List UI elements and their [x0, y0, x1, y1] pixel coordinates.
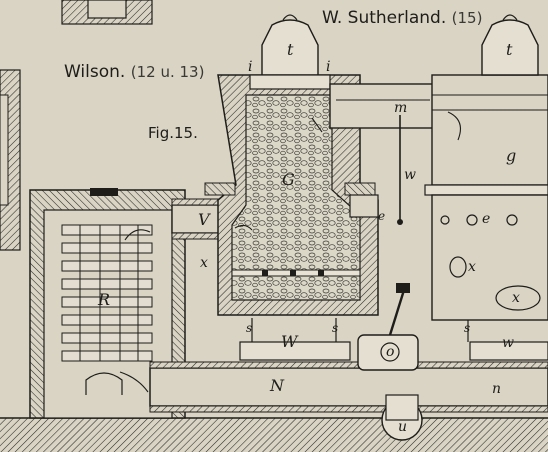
label-s1: s: [246, 321, 253, 335]
top-structure-fragment: [61, 0, 153, 25]
right-column: [424, 14, 548, 321]
caption-sutherland: W. Sutherland. (15): [322, 10, 482, 27]
gas-producer: [204, 74, 379, 316]
label-i-right: i: [326, 59, 331, 75]
label-x-right: x: [512, 290, 520, 306]
label-u: u: [398, 419, 408, 435]
flow-arrows: [119, 111, 461, 393]
label-x-left: x: [200, 255, 208, 271]
label-x-mid: x: [468, 259, 476, 275]
reversing-valve: [357, 283, 423, 441]
caption-wilson-ref: (12 u. 13): [130, 63, 205, 81]
charging-hopper-left: [249, 14, 331, 90]
left-edge-furnace-fragment: [0, 69, 21, 251]
label-s3: s: [464, 321, 471, 335]
caption-wilson-name: Wilson.: [64, 62, 126, 82]
ash-trays: [239, 318, 548, 361]
figure-number: Fig.15.: [148, 124, 198, 142]
label-R: R: [98, 290, 111, 309]
label-G: G: [282, 170, 295, 189]
label-m: m: [394, 100, 408, 116]
checker-bricks: [61, 224, 153, 362]
label-N: N: [270, 376, 284, 395]
label-V: V: [198, 210, 210, 229]
main-flue: [149, 361, 548, 413]
label-W: W: [281, 332, 298, 351]
label-i-left: i: [248, 59, 253, 75]
label-e-left: e: [378, 209, 386, 223]
label-w-right: w: [502, 335, 514, 351]
label-s2: s: [332, 321, 339, 335]
label-g: g: [506, 146, 517, 165]
label-w-pipe: w: [404, 167, 416, 183]
label-t-right: t: [506, 40, 513, 59]
caption-sutherland-ref: (15): [451, 9, 483, 27]
label-t-left: t: [287, 40, 294, 59]
caption-wilson: Wilson. (12 u. 13): [64, 64, 204, 81]
ground: [0, 417, 548, 452]
label-n: n: [492, 381, 502, 397]
label-o: o: [386, 344, 395, 360]
caption-sutherland-name: W. Sutherland.: [322, 8, 447, 28]
label-e-right: e: [482, 211, 491, 227]
gas-outlet-pipe: [329, 79, 440, 225]
